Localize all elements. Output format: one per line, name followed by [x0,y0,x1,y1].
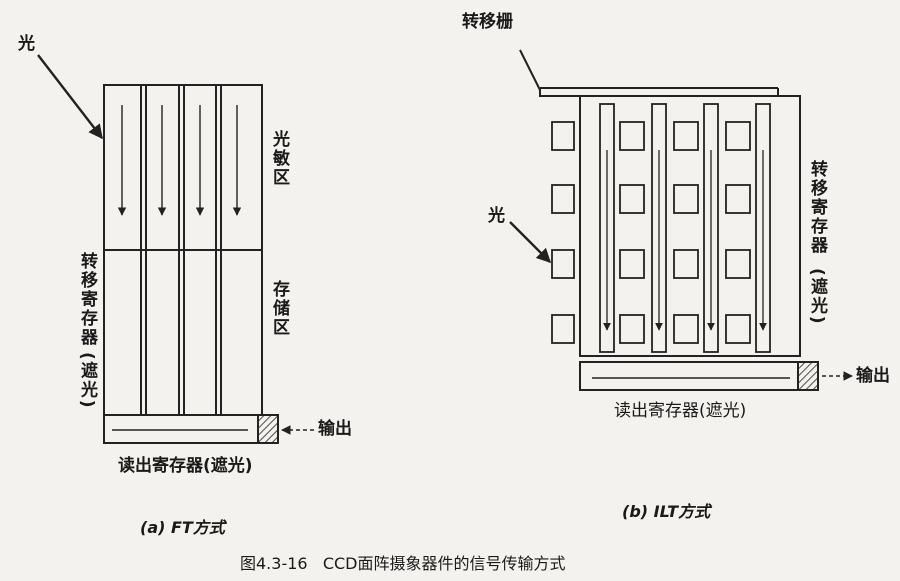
ft-shielded-label: (遮光) [77,352,97,410]
ilt-body [579,95,801,357]
figure-caption: 图4.3-16 CCD面阵摄象器件的信号传输方式 [240,554,566,573]
ilt-output-stage [797,361,819,391]
ilt-transfer-gate-label: 转移栅 [462,12,513,32]
ft-light-arrow [37,54,103,140]
ilt-photo-cell [551,314,575,344]
ilt-photo-cell [673,184,699,214]
ilt-vertical-register [703,103,719,353]
ft-light-label: 光 [18,34,35,54]
ilt-transfer-gate-bus [539,88,779,97]
ft-caption: (a) FT方式 [140,518,225,537]
ilt-light-arrow [509,221,552,264]
ft-photosensitive-label: 光敏区 [269,130,289,187]
ilt-photo-cell [551,249,575,279]
ilt-photo-cell [673,249,699,279]
ilt-photo-cell [551,184,575,214]
ilt-photo-cell [551,121,575,151]
ft-diagram [37,54,314,444]
ilt-vertical-register [599,103,615,353]
ilt-photo-cell [725,249,751,279]
ft-readout-register [103,414,259,444]
ilt-photo-cell [673,314,699,344]
ilt-diagram [509,49,853,391]
ilt-shielded-label: (遮光) [807,268,827,326]
ilt-photo-cell [619,184,645,214]
ilt-readout-label: 读出寄存器(遮光) [614,401,747,421]
ft-readout-label: 读出寄存器(遮光) [118,456,253,476]
ilt-photo-cell [619,314,645,344]
ft-transfer-register-label: 转移寄存器 [77,252,97,347]
ilt-photo-cell [619,249,645,279]
ilt-vertical-register [755,103,771,353]
ilt-vertical-register [651,103,667,353]
ilt-photo-cell [725,184,751,214]
ilt-caption: (b) ILT方式 [622,502,711,521]
ilt-photo-cell [619,121,645,151]
ft-output-stage [257,414,279,444]
ft-output-label: 输出 [318,419,352,439]
ilt-photo-cell [725,314,751,344]
ilt-output-label: 输出 [856,366,890,386]
ilt-photo-cell [725,121,751,151]
ft-storage-label: 存储区 [269,280,289,337]
ilt-photo-cell [673,121,699,151]
ilt-readout-register [579,361,799,391]
ilt-transfer-register-label: 转移寄存器 [807,160,827,255]
ilt-light-label: 光 [488,206,505,226]
ilt-transfer-gate-pointer [519,49,541,91]
